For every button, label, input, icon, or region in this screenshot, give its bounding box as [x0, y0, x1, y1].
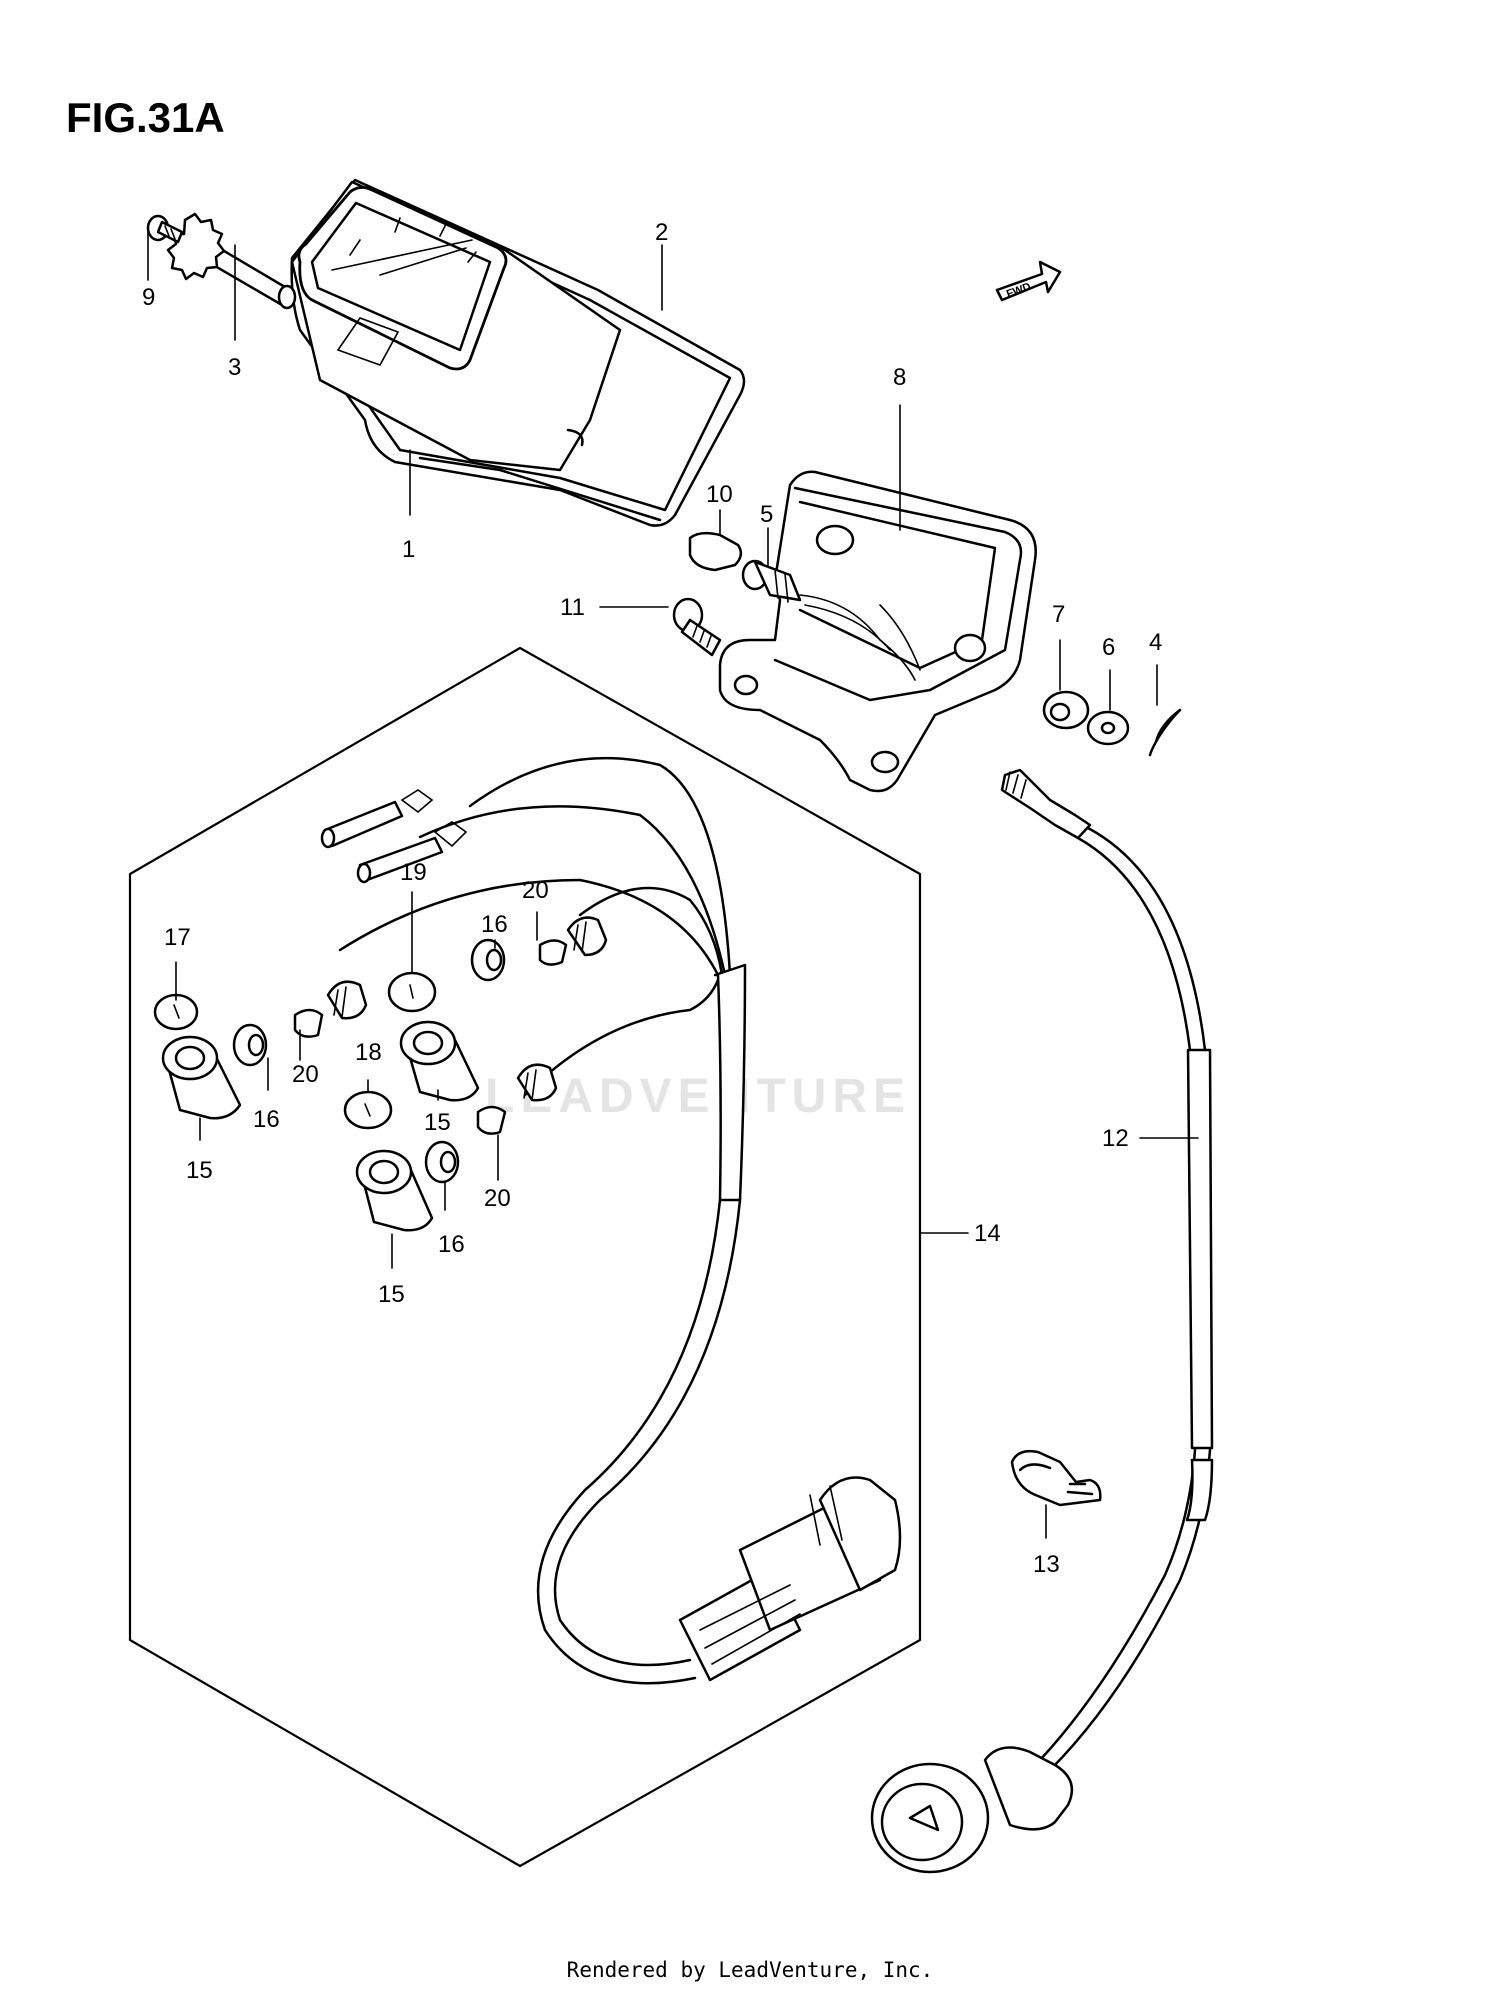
callout-4: 4 — [1149, 629, 1162, 656]
callouts: 1 2 3 4 5 6 7 8 9 10 11 12 13 14 15 15 1… — [142, 219, 1162, 1578]
callout-16-upper: 16 — [481, 911, 508, 938]
callout-15-bottom: 15 — [378, 1281, 405, 1308]
callout-11: 11 — [560, 594, 585, 621]
leader-lines — [147, 231, 1199, 1539]
fwd-label: FWD — [1005, 281, 1033, 301]
callout-18: 18 — [355, 1039, 382, 1066]
callout-15-left: 15 — [186, 1157, 213, 1184]
callout-6: 6 — [1102, 634, 1115, 661]
lamp-sockets — [153, 916, 608, 1232]
callout-8: 8 — [893, 364, 906, 391]
callout-20-lower: 20 — [484, 1185, 511, 1212]
callout-12: 12 — [1102, 1125, 1129, 1152]
callout-9: 9 — [142, 284, 155, 311]
callout-2: 2 — [655, 219, 668, 246]
wiring-harness — [320, 756, 902, 1685]
callout-16-lower: 16 — [438, 1231, 465, 1258]
washers-and-pin — [1042, 690, 1182, 757]
callout-15-mid: 15 — [424, 1109, 451, 1136]
render-credit: Rendered by LeadVenture, Inc. — [566, 1958, 934, 1982]
speedometer-cable — [870, 768, 1214, 1874]
callout-19: 19 — [400, 859, 427, 886]
callout-14: 14 — [974, 1220, 1001, 1247]
callout-7: 7 — [1052, 601, 1065, 628]
callout-20-left: 20 — [292, 1061, 319, 1088]
callout-17: 17 — [164, 924, 191, 951]
watermark-text: LEADVENTURE — [485, 1070, 911, 1123]
socket-bulb-screw — [672, 531, 802, 657]
callout-10: 10 — [706, 481, 733, 508]
meter-housing — [718, 470, 1037, 793]
callout-1: 1 — [402, 536, 415, 563]
drive-shaft-parts — [146, 212, 297, 310]
cable-clamp — [1010, 1449, 1102, 1507]
callout-5: 5 — [760, 501, 773, 528]
fwd-arrow-icon: FWD — [995, 260, 1062, 302]
callout-3: 3 — [228, 354, 241, 381]
callout-16-left: 16 — [253, 1106, 280, 1133]
callout-20-upper: 20 — [522, 877, 549, 904]
wiring-kit-boundary — [128, 646, 922, 1868]
figure-title: FIG.31A — [66, 94, 225, 141]
callout-13: 13 — [1033, 1551, 1060, 1578]
speedometer-assembly — [290, 178, 746, 527]
